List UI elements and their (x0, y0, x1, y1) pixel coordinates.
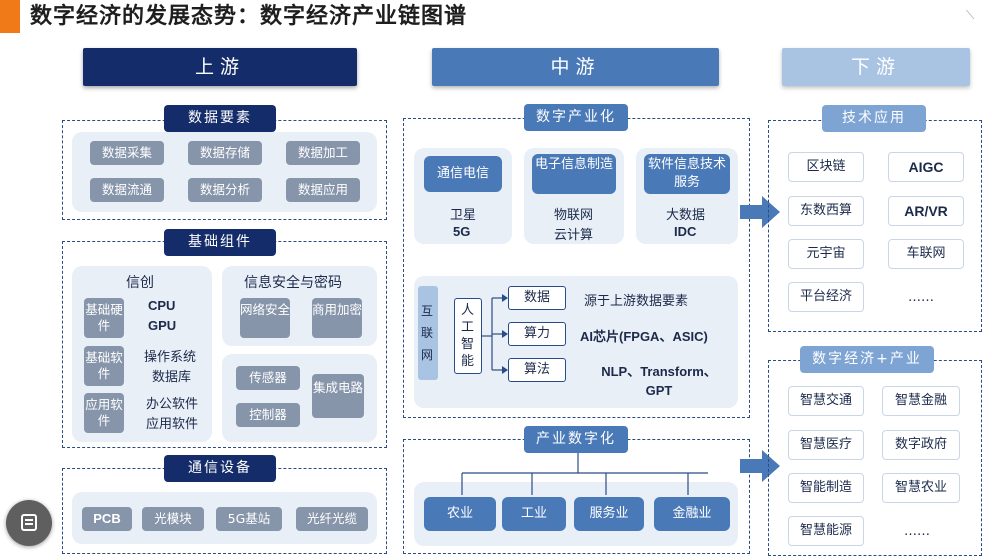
data-element-chip: 数据应用 (286, 178, 360, 202)
integrated-circuit-chip: 集成电路 (312, 374, 364, 418)
ai-algorithm-chip: 算法 (508, 358, 566, 382)
tech-app-card: AIGC (888, 152, 964, 182)
application-software-chip: 应用软件 (84, 393, 124, 433)
tech-app-card: 区块链 (788, 152, 864, 182)
security-title: 信息安全与密码 (244, 275, 342, 291)
tech-applications-label: 技术应用 (822, 105, 926, 132)
arrow-head-compute (502, 330, 508, 338)
industry-tree-paths (461, 453, 708, 495)
appsoft-line-2: 应用软件 (146, 417, 199, 432)
digital-industrialization-label: 数字产业化 (524, 104, 628, 131)
comm-equipment-label: 通信设备 (164, 455, 276, 482)
connector-path (482, 297, 502, 371)
ai-data-chip: 数据 (508, 286, 566, 310)
data-element-chip: 数据流通 (90, 178, 164, 202)
floating-notes-button[interactable] (6, 500, 52, 546)
industry-tree-lines (461, 453, 708, 495)
tech-app-card: AR/VR (888, 196, 964, 226)
arrow-shape (740, 450, 780, 482)
pcb-chip: PCB (82, 507, 132, 531)
digital-plus-card: 智慧金融 (882, 386, 960, 416)
electronics-line-2: 云计算 (554, 228, 594, 243)
tech-app-more: …… (908, 290, 934, 305)
hardware-line-2: GPU (148, 318, 177, 333)
arrow-right-icon (740, 450, 780, 482)
software-line-1: 操作系统 (144, 350, 197, 365)
arrow-shape (740, 196, 780, 228)
data-element-chip: 数据采集 (90, 141, 164, 165)
digital-plus-card: 智慧能源 (788, 516, 864, 546)
controller-chip: 控制器 (236, 403, 300, 427)
telecom-line-1: 卫星 (450, 208, 477, 223)
notes-icon (21, 514, 37, 531)
data-elements-label: 数据要素 (164, 105, 276, 132)
sensor-chip: 传感器 (236, 366, 300, 390)
industrial-digitalization-label: 产业数字化 (524, 426, 628, 453)
digital-plus-card: 数字政府 (882, 430, 960, 460)
hardware-line-1: CPU (148, 298, 176, 313)
tech-app-card: 元宇宙 (788, 239, 864, 269)
internet-chip (418, 286, 438, 380)
tech-app-card: 车联网 (888, 239, 964, 269)
ai-compute-desc: AI芯片(FPGA、ASIC) (580, 329, 708, 344)
telecom-line-2: 5G (453, 224, 471, 239)
software-services-head: 软件信息技术服务 (644, 154, 730, 194)
ai-box (454, 298, 482, 374)
digital-plus-card: 智慧交通 (788, 386, 864, 416)
ai-data-desc: 源于上游数据要素 (584, 294, 689, 309)
data-element-chip: 数据加工 (286, 141, 360, 165)
optical-module-chip: 光模块 (142, 507, 204, 531)
network-security-chip: 网络安全 (240, 298, 290, 338)
arrow-head-data (502, 294, 508, 302)
digital-plus-more: …… (904, 524, 930, 539)
software-services-line-2: IDC (674, 224, 697, 239)
internet-label: 互联网 (421, 304, 434, 362)
data-element-chip: 数据存储 (188, 141, 262, 165)
arrow-head-algorithm (502, 366, 508, 374)
xinchuang-title: 信创 (126, 275, 154, 291)
midstream-header: 中游 (432, 48, 719, 86)
ai-algorithm-desc: NLP、Transform、GPT (601, 364, 717, 398)
ai-label: 人工智能 (461, 303, 475, 369)
ai-compute-chip: 算力 (508, 322, 566, 346)
electronics-line-1: 物联网 (554, 208, 594, 223)
ai-connector-lines (482, 294, 508, 374)
arrow-heads (502, 294, 508, 374)
upstream-header: 上游 (83, 48, 357, 86)
digital-plus-card: 智慧农业 (882, 473, 960, 503)
services-chip: 服务业 (574, 497, 644, 531)
5g-base-station-chip: 5G基站 (216, 507, 282, 531)
downstream-header: 下游 (782, 48, 970, 86)
page-title: 数字经济的发展态势：数字经济产业链图谱 (30, 4, 468, 29)
basic-hardware-chip: 基础硬件 (84, 298, 124, 338)
arrow-right-icon (740, 196, 780, 228)
agriculture-chip: 农业 (424, 497, 496, 531)
basic-components-label: 基础组件 (164, 229, 276, 256)
basic-software-chip: 基础软件 (84, 346, 124, 386)
finance-chip: 金融业 (654, 497, 730, 531)
software-line-2: 数据库 (152, 370, 192, 385)
digital-plus-card: 智能制造 (788, 473, 864, 503)
appsoft-line-1: 办公软件 (146, 397, 199, 412)
title-accent-bar (0, 0, 20, 33)
telecom-head: 通信电信 (424, 156, 502, 192)
fiber-optic-cable-chip: 光纤光缆 (296, 507, 368, 531)
corner-arrow-icon: ⟍ (966, 8, 975, 22)
tech-app-card: 平台经济 (788, 282, 864, 312)
software-services-line-1: 大数据 (666, 208, 706, 223)
electronics-head: 电子信息制造 (532, 154, 616, 194)
digital-plus-label: 数字经济+产业 (800, 346, 934, 373)
data-element-chip: 数据分析 (188, 178, 262, 202)
tech-app-card: 东数西算 (788, 196, 864, 226)
digital-plus-card: 智慧医疗 (788, 430, 864, 460)
industry-chip: 工业 (502, 497, 566, 531)
commercial-encryption-chip: 商用加密 (312, 298, 362, 338)
